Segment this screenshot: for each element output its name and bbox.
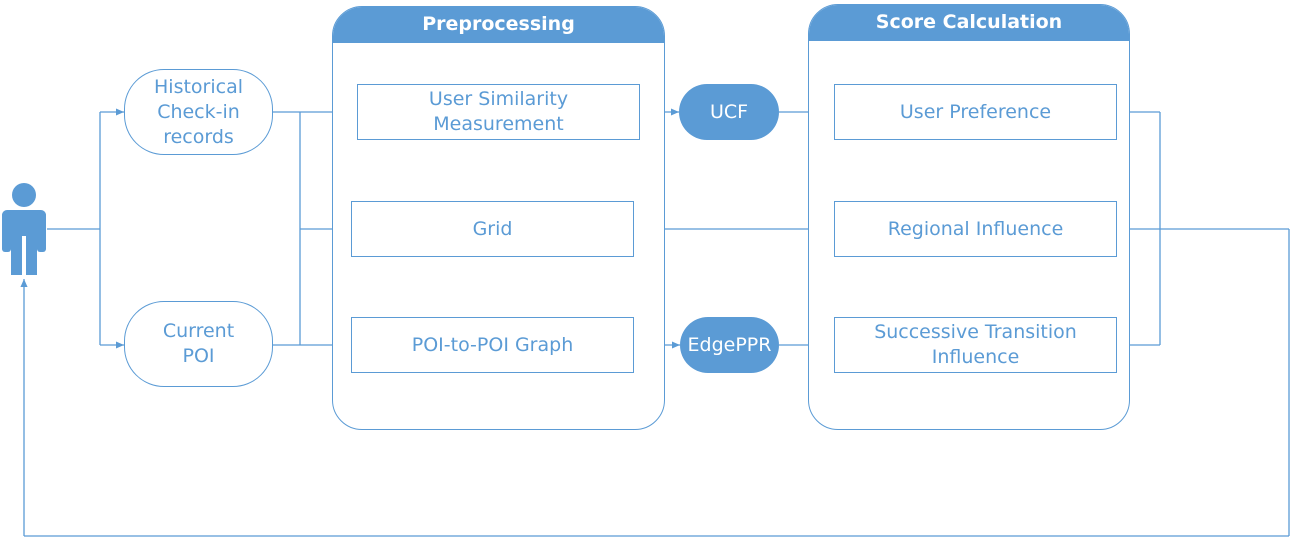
successive-transition-influence-box: Successive Transition Influence bbox=[834, 317, 1117, 373]
preprocessing-title: Preprocessing bbox=[333, 7, 664, 43]
poi-to-poi-graph-box: POI-to-POI Graph bbox=[351, 317, 634, 373]
user-similarity-measurement-box: User Similarity Measurement bbox=[357, 84, 640, 140]
score-calculation-title: Score Calculation bbox=[809, 5, 1129, 41]
current-poi-node: Current POI bbox=[124, 301, 273, 387]
grid-box: Grid bbox=[351, 201, 634, 257]
user-preference-box: User Preference bbox=[834, 84, 1117, 140]
ucf-node: UCF bbox=[679, 84, 779, 140]
edgeppr-node: EdgePPR bbox=[680, 317, 779, 373]
historical-checkin-records-node: Historical Check-in records bbox=[124, 69, 273, 155]
regional-influence-box: Regional Influence bbox=[834, 201, 1117, 257]
user-icon bbox=[2, 183, 46, 275]
